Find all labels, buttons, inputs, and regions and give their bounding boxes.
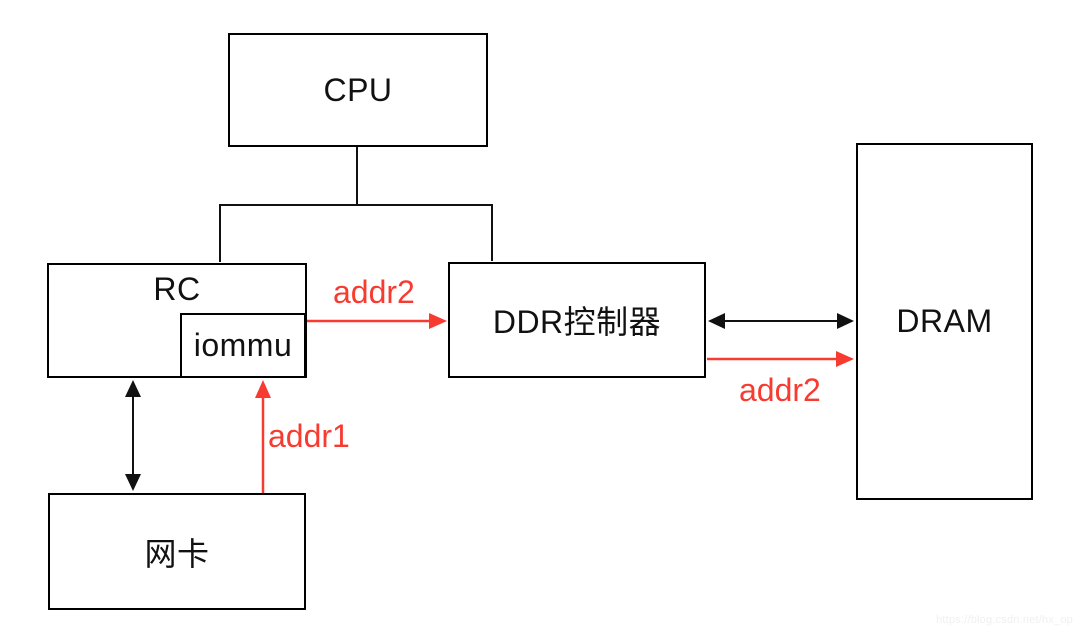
cpu-label: CPU [323,71,393,108]
watermark: https://blog.csdn.net/hx_op [936,614,1073,626]
rc-nic-double-arrow [125,380,141,491]
cpu-bus-tree-line [219,147,493,262]
iommu-box: iommu [180,313,306,378]
rc-label: RC [153,271,201,307]
nic-label: 网卡 [144,535,210,572]
addr2-label-left: addr2 [333,274,415,310]
addr1-label: addr1 [268,418,350,454]
dram-label: DRAM [896,303,993,339]
addr2-label-right: addr2 [739,372,821,408]
nic-box: 网卡 [48,493,306,610]
ddr-controller-box: DDR控制器 [448,262,706,378]
cpu-box: CPU [228,33,488,147]
dram-box: DRAM [856,143,1033,500]
addr2-arrow-rc-to-ddr [307,313,447,329]
addr2-arrow-ddr-to-dram [707,351,854,367]
ddr-dram-double-arrow [708,313,854,329]
ddr-controller-label: DDR控制器 [492,304,662,340]
iommu-label: iommu [193,327,293,363]
